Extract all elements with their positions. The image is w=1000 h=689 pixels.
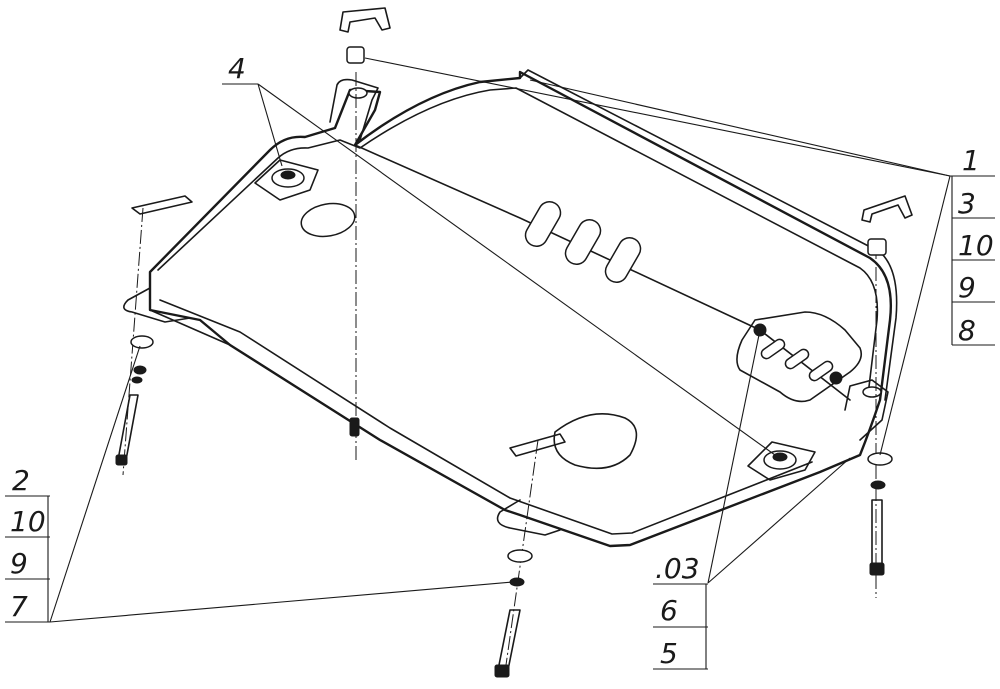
spacer-right	[867, 238, 887, 256]
right-tab-slot	[862, 386, 882, 398]
plate-inner-edge	[157, 87, 879, 396]
callout-left-bottom: 2 10 9 7	[5, 464, 50, 623]
plate-outline	[148, 70, 892, 548]
hardware-bottom	[494, 433, 566, 678]
bracket-right	[861, 195, 913, 223]
callout-label-6: 6	[660, 594, 678, 627]
mount-pad-right	[747, 441, 816, 481]
callout-right-top: 1 3 10 9 8	[950, 144, 995, 347]
callout-label-9: 9	[958, 271, 976, 304]
left-front-lug	[123, 287, 191, 323]
hardware-left	[115, 195, 193, 466]
bracket-left	[131, 195, 193, 215]
bracket-bottom	[509, 433, 566, 457]
oil-drain-hatch	[553, 412, 638, 470]
callout-label-7: 7	[10, 590, 28, 623]
callout-right-bottom: .03 6 5	[653, 552, 708, 670]
bolt-right	[871, 499, 883, 566]
nut-left	[131, 376, 143, 384]
right-mounting-tab	[844, 379, 889, 441]
washer-bottom	[507, 549, 533, 563]
washer-left	[130, 335, 154, 349]
callout-label-1: 1	[962, 144, 980, 177]
bottom-lug	[496, 499, 561, 536]
inspection-cover	[736, 311, 863, 403]
vent-slots	[524, 200, 642, 284]
mount-pad-left	[254, 159, 319, 201]
callout-label-10b: 10	[10, 505, 46, 538]
inspection-cover-slots	[760, 338, 834, 382]
callout-label-8: 8	[958, 314, 976, 347]
leader-lines	[49, 57, 951, 623]
bolt-bottom	[497, 609, 521, 671]
bracket-top	[339, 7, 391, 33]
round-access-hole	[300, 202, 356, 238]
lockwasher-right	[870, 480, 886, 490]
plate-bottom-flange-2	[159, 299, 813, 535]
cover-bolt-2	[829, 371, 843, 385]
plate-crease	[354, 144, 851, 401]
callout-label-9b: 9	[10, 547, 28, 580]
hardware-top	[339, 7, 391, 64]
top-mounting-tab	[329, 78, 379, 141]
spacer-top	[346, 46, 365, 64]
axis-lines	[122, 72, 877, 673]
skid-plate	[123, 69, 898, 548]
callout-label-3: 3	[958, 187, 976, 220]
callout-label-5: 5	[660, 637, 678, 670]
top-tab-slot	[348, 87, 368, 99]
callout-label-03: .03	[655, 552, 700, 585]
callout-label-10: 10	[958, 229, 994, 262]
callout-label-2: 2	[12, 464, 30, 497]
callout-label-4: 4	[228, 52, 246, 85]
lockwasher-left	[133, 365, 147, 375]
centre-bolt	[349, 417, 360, 437]
plate-bottom-flange	[149, 309, 821, 547]
